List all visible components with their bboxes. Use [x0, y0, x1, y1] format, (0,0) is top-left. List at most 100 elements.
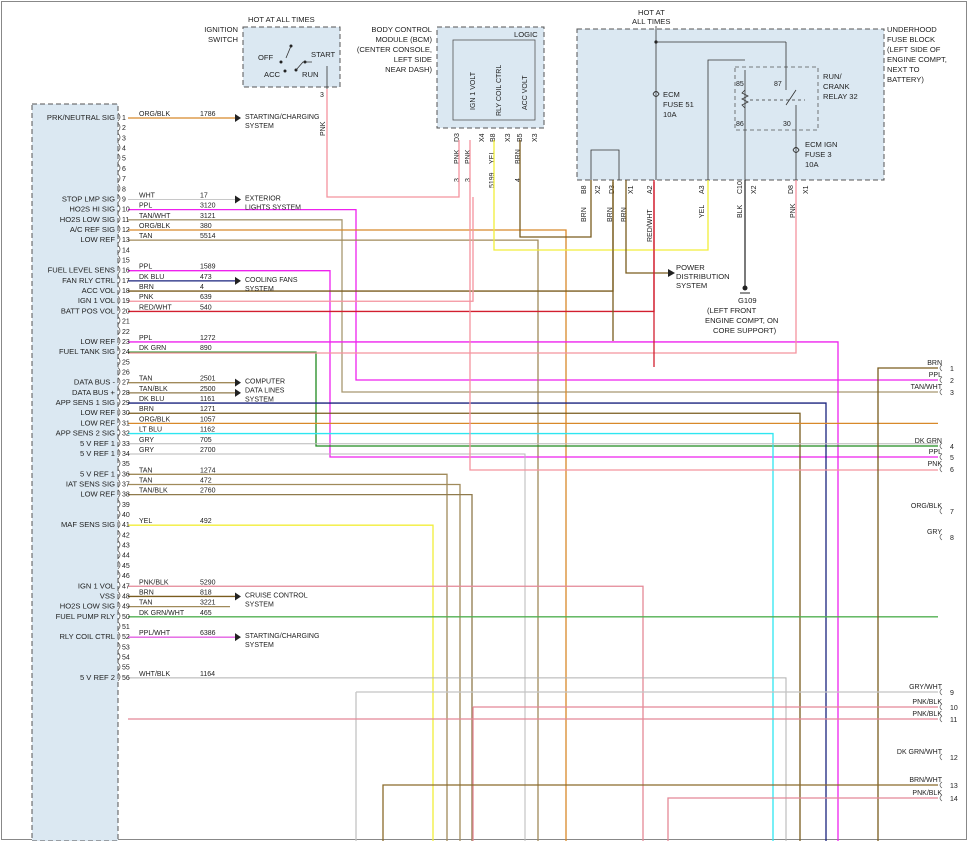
module-pin-35: 35	[117, 458, 130, 468]
bcm-wire-2-color: PNK	[465, 149, 472, 164]
pin-wire-color: GRY	[139, 437, 154, 444]
right-pin-number: 12	[950, 755, 958, 762]
relay-label-3: RELAY 32	[823, 92, 858, 101]
pin-terminal-icon	[117, 184, 121, 193]
pin-signal-label: IAT SENS SIG	[66, 479, 115, 488]
fuse-hot-2: ALL TIMES	[632, 17, 670, 26]
pin-terminal-icon	[117, 234, 121, 244]
fuse-title-4: ENGINE COMPT,	[887, 55, 947, 64]
pin-terminal-icon	[117, 112, 121, 122]
pin-wire-color: PNK/BLK	[139, 579, 169, 586]
pin-circuit-number: 17	[200, 192, 208, 199]
right-pin-number: 9	[950, 690, 954, 697]
pin-terminal-icon	[117, 469, 121, 478]
pin-terminal-icon	[117, 245, 121, 254]
pin-number: 34	[122, 451, 130, 458]
pin-number: 47	[122, 583, 130, 590]
pin-terminal-icon	[939, 364, 943, 372]
pin-number: 26	[122, 370, 130, 377]
pin-wire-color: WHT	[139, 192, 156, 199]
wire-segment	[326, 89, 460, 198]
fuse-hot-1: HOT AT	[638, 8, 665, 17]
fuse-title-2: FUSE BLOCK	[887, 35, 935, 44]
module-pin-7: 7	[117, 173, 126, 183]
pin-signal-label: A/C REF SIG	[70, 225, 115, 234]
module-pin-43: 43	[117, 540, 130, 550]
bcm-title-1: BODY CONTROL	[371, 25, 432, 34]
module-pin-39: 39	[117, 499, 130, 509]
pin-terminal-icon	[117, 601, 121, 610]
wire-segment	[128, 494, 473, 841]
pin-wire-color: PPL/WHT	[139, 630, 171, 637]
pin-number: 46	[122, 573, 130, 580]
pin-wire-color: DK GRN/WHT	[139, 610, 185, 617]
wire-segment	[128, 208, 938, 381]
pin-circuit-number: 472	[200, 477, 212, 484]
right-pin-number: 11	[950, 717, 957, 724]
pin-number: 41	[122, 522, 130, 529]
pin-signal-label: 5 V REF 1	[80, 439, 115, 448]
wire-segment	[128, 402, 827, 841]
fuse-title-3: (LEFT SIDE OF	[887, 45, 941, 54]
fuse-wire-redwht: RED/WHT	[647, 209, 654, 242]
ignition-box	[242, 26, 341, 88]
pin-terminal-icon	[939, 453, 943, 461]
pin-circuit-number: 1164	[200, 671, 215, 678]
pin-signal-label: RLY COIL CTRL	[59, 632, 115, 641]
pin-terminal-icon	[117, 336, 121, 346]
module-pin-8: 8	[117, 184, 126, 193]
right-pin-9: GRY/WHT 9	[909, 684, 954, 697]
pin-terminal-icon	[939, 688, 943, 696]
module-pin-2: 2	[117, 122, 126, 132]
pin-number: 30	[122, 410, 130, 417]
pin-terminal-icon	[117, 530, 121, 539]
pin-number: 45	[122, 563, 130, 570]
pin-wire-color: ORG/BLK	[139, 416, 170, 423]
bcm-col-ign1: IGN 1 VOLT	[470, 71, 477, 110]
right-pin-color: PNK/BLK	[912, 790, 942, 797]
arrow-icon	[235, 114, 241, 122]
pin-number: 39	[122, 502, 130, 509]
right-pin-color: DK GRN	[915, 438, 942, 445]
pin-terminal-icon	[939, 703, 943, 711]
pin-number: 5	[122, 156, 126, 163]
destination-label: SYSTEM	[245, 642, 274, 649]
pin-wire-color: BRN	[139, 284, 154, 291]
pin-terminal-icon	[117, 285, 121, 295]
pin-number: 56	[122, 675, 130, 682]
destination-label: DATA LINES	[245, 388, 285, 395]
module-pin-26: 26	[117, 367, 130, 377]
module-pin-25: 25	[117, 357, 130, 366]
pin-signal-label: FUEL LEVEL SENS	[48, 266, 115, 275]
arrow-icon	[235, 633, 241, 642]
bcm-wire-1-circ: 3	[454, 178, 461, 182]
right-pin-color: GRY/WHT	[909, 684, 943, 691]
destination-label: COMPUTER	[245, 379, 285, 386]
pin-wire-color: PPL	[139, 264, 152, 271]
pin-terminal-icon	[117, 540, 121, 549]
pin-number: 2	[122, 125, 126, 132]
fuse-pin-a3: A3	[699, 185, 706, 194]
pin-number: 31	[122, 420, 130, 427]
pin-terminal-icon	[117, 662, 121, 671]
pin-terminal-icon	[117, 509, 121, 519]
right-pin-number: 10	[950, 705, 958, 712]
wire-segment	[128, 341, 839, 841]
pin-wire-color: TAN/BLK	[139, 488, 168, 495]
pin-terminal-icon	[117, 418, 121, 427]
wire-segment	[128, 219, 938, 393]
power-distribution-ref: POWER DISTRIBUTION SYSTEM	[676, 263, 730, 290]
pin-terminal-icon	[117, 560, 121, 570]
pin-wire-color: TAN	[139, 477, 152, 484]
